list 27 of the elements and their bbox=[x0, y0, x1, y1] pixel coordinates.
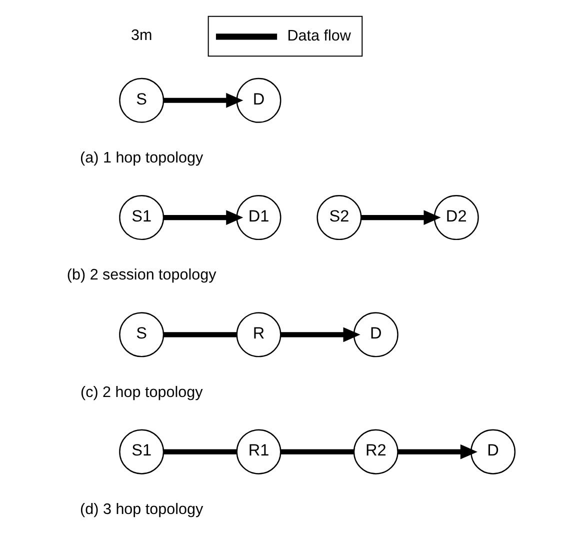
label: (a) 1 hop topology bbox=[80, 150, 203, 167]
node-circle: S bbox=[118, 78, 164, 123]
arrow bbox=[360, 210, 440, 225]
label: 3m bbox=[130, 26, 152, 44]
node-circle: S bbox=[118, 312, 164, 358]
legend-label: Data flow bbox=[286, 27, 350, 44]
node-circle: D1 bbox=[236, 195, 281, 240]
node-circle: D bbox=[352, 312, 398, 358]
node-circle: R bbox=[236, 312, 281, 358]
node-circle: R2 bbox=[352, 429, 398, 474]
connector bbox=[163, 449, 236, 454]
node-circle: S1 bbox=[118, 429, 164, 474]
node-circle: D bbox=[470, 429, 516, 474]
node-circle: S1 bbox=[118, 195, 164, 240]
label: (b) 2 session topology bbox=[66, 266, 216, 284]
node-circle: R1 bbox=[236, 429, 281, 474]
arrow bbox=[280, 327, 360, 342]
connector bbox=[163, 332, 236, 338]
label: (d) 3 hop topology bbox=[80, 500, 203, 518]
node-circle: D bbox=[236, 78, 281, 123]
label: (c) 2 hop topology bbox=[80, 384, 202, 401]
arrow bbox=[397, 444, 477, 460]
connector bbox=[280, 449, 354, 454]
arrow bbox=[163, 210, 243, 225]
arrow bbox=[163, 92, 243, 108]
node-circle: S2 bbox=[316, 195, 362, 240]
node-circle: D2 bbox=[433, 195, 478, 240]
